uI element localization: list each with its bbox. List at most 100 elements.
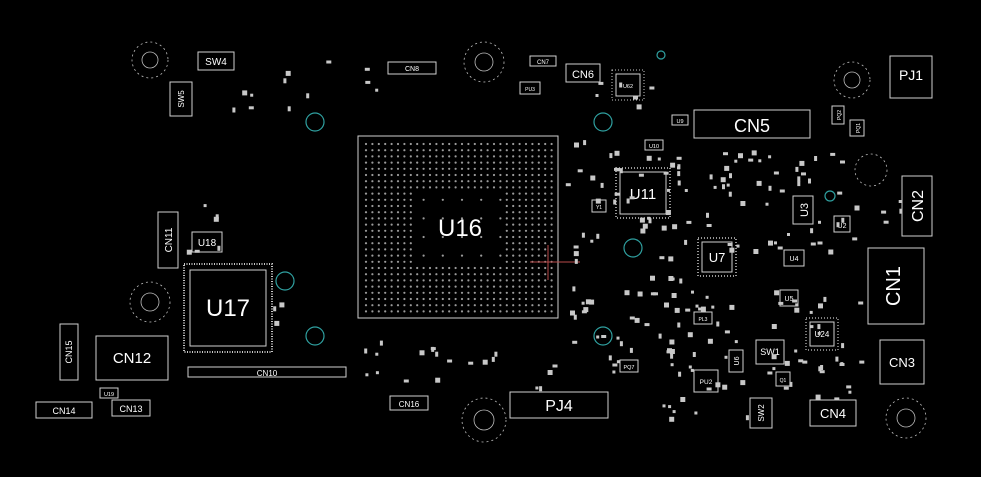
bga-ball [524,186,528,189]
pq7-part[interactable]: PQ7 [619,359,639,373]
pu2-part[interactable]: PU2 [693,369,719,393]
smd-pad [600,182,604,188]
u4-chip[interactable]: U4 [783,249,805,267]
bga-ball [537,279,540,282]
bga-ball [448,186,451,189]
smd-pad [661,225,667,231]
bga-ball [448,149,451,152]
bga-ball [467,180,470,183]
bga-ball [537,242,540,245]
bga-ball [544,273,547,276]
pj4-jack[interactable]: PJ4 [509,391,609,419]
bga-ball [364,204,368,208]
bga-ball [441,235,444,239]
bga-ball [448,142,451,146]
smd-pad [778,301,784,305]
bga-ball [422,167,425,170]
bga-ball [524,235,528,239]
cn6-connector[interactable]: CN6 [565,63,601,83]
u16-bga-chip[interactable]: U16 [357,135,559,319]
smd-pad [539,386,543,392]
bga-ball [454,149,457,152]
pj1-jack[interactable]: PJ1 [889,55,933,99]
u3-chip[interactable]: U3 [792,195,814,225]
bga-ball [390,279,393,282]
sw5-switch[interactable]: SW5 [169,81,193,117]
cn13-connector[interactable]: CN13 [111,399,151,417]
cn12-connector[interactable]: CN12 [95,335,169,381]
u10-chip[interactable]: U10 [644,139,664,151]
bga-ball [537,173,540,177]
bga-ball [416,149,419,152]
bga-ball [371,204,374,208]
sw4-switch[interactable]: SW4 [197,51,235,71]
u5-chip[interactable]: U5 [779,289,799,307]
cn10-connector[interactable]: CN10 [187,366,347,378]
pq1-part[interactable]: PQ1 [849,119,865,137]
bga-ball [390,297,393,301]
u19-label: U19 [104,392,114,398]
cn7-connector[interactable]: CN7 [529,55,557,67]
smd-pad [808,178,811,184]
bga-ball [499,266,502,270]
cn2-connector[interactable]: CN2 [901,175,933,237]
bga-ball [441,142,444,146]
u62-chip[interactable]: U62 [611,69,645,101]
bga-ball [512,229,515,232]
bga-ball [518,161,521,164]
bga-ball [486,285,489,288]
bga-ball [441,173,444,177]
cn1-connector[interactable]: CN1 [867,247,925,325]
sw1-switch[interactable]: SW1 [755,339,785,365]
bga-ball [518,273,521,276]
cn15-connector[interactable]: CN15 [59,323,79,381]
bga-ball [537,198,540,201]
cn5-connector[interactable]: CN5 [693,109,811,139]
cn16-connector[interactable]: CN16 [389,395,429,411]
u7-chip[interactable]: U7 [697,237,737,277]
bga-ball [505,198,508,201]
u2-chip[interactable]: U2 [833,215,851,233]
bga-ball [537,223,540,226]
bga-ball [371,217,374,220]
bga-ball [467,297,470,301]
pq2-part[interactable]: PQ2 [831,105,845,125]
bga-ball [384,186,387,189]
cn11-connector[interactable]: CN11 [157,211,179,269]
pl3-part[interactable]: PL3 [693,311,713,325]
bga-ball [416,279,419,282]
cn8-connector[interactable]: CN8 [387,61,437,75]
cn13-label: CN13 [119,404,142,414]
q1-part[interactable]: Q1 [775,371,791,387]
cn3-connector[interactable]: CN3 [879,339,925,385]
cn4-connector[interactable]: CN4 [809,399,857,427]
bga-ball [396,254,400,257]
smd-pad [734,159,738,163]
u19-chip[interactable]: U19 [99,387,119,399]
smd-pad [585,299,591,305]
bga-ball [531,155,534,158]
bga-ball [384,173,387,177]
smd-pad [419,350,425,356]
smd-pad [738,153,743,159]
bga-ball [537,186,540,189]
bga-ball [492,173,496,177]
pu3-part[interactable]: PU3 [519,81,541,95]
smd-pad [728,191,732,197]
bga-ball [460,167,464,170]
bga-ball [416,273,419,276]
bga-ball [531,235,534,239]
smd-pad [817,331,821,335]
bga-ball [499,235,502,239]
bga-ball [550,304,553,307]
u18-chip[interactable]: U18 [191,231,223,253]
sw2-switch[interactable]: SW2 [749,397,773,429]
bga-ball [371,192,374,195]
cn14-connector[interactable]: CN14 [35,401,93,419]
u17-chip[interactable]: U17 [183,263,273,353]
u9-chip[interactable]: U9 [671,114,689,126]
u6-chip[interactable]: U6 [728,349,744,373]
bga-ball [384,142,387,146]
bga-ball [364,297,368,301]
u24-chip[interactable]: U24 [805,317,839,351]
